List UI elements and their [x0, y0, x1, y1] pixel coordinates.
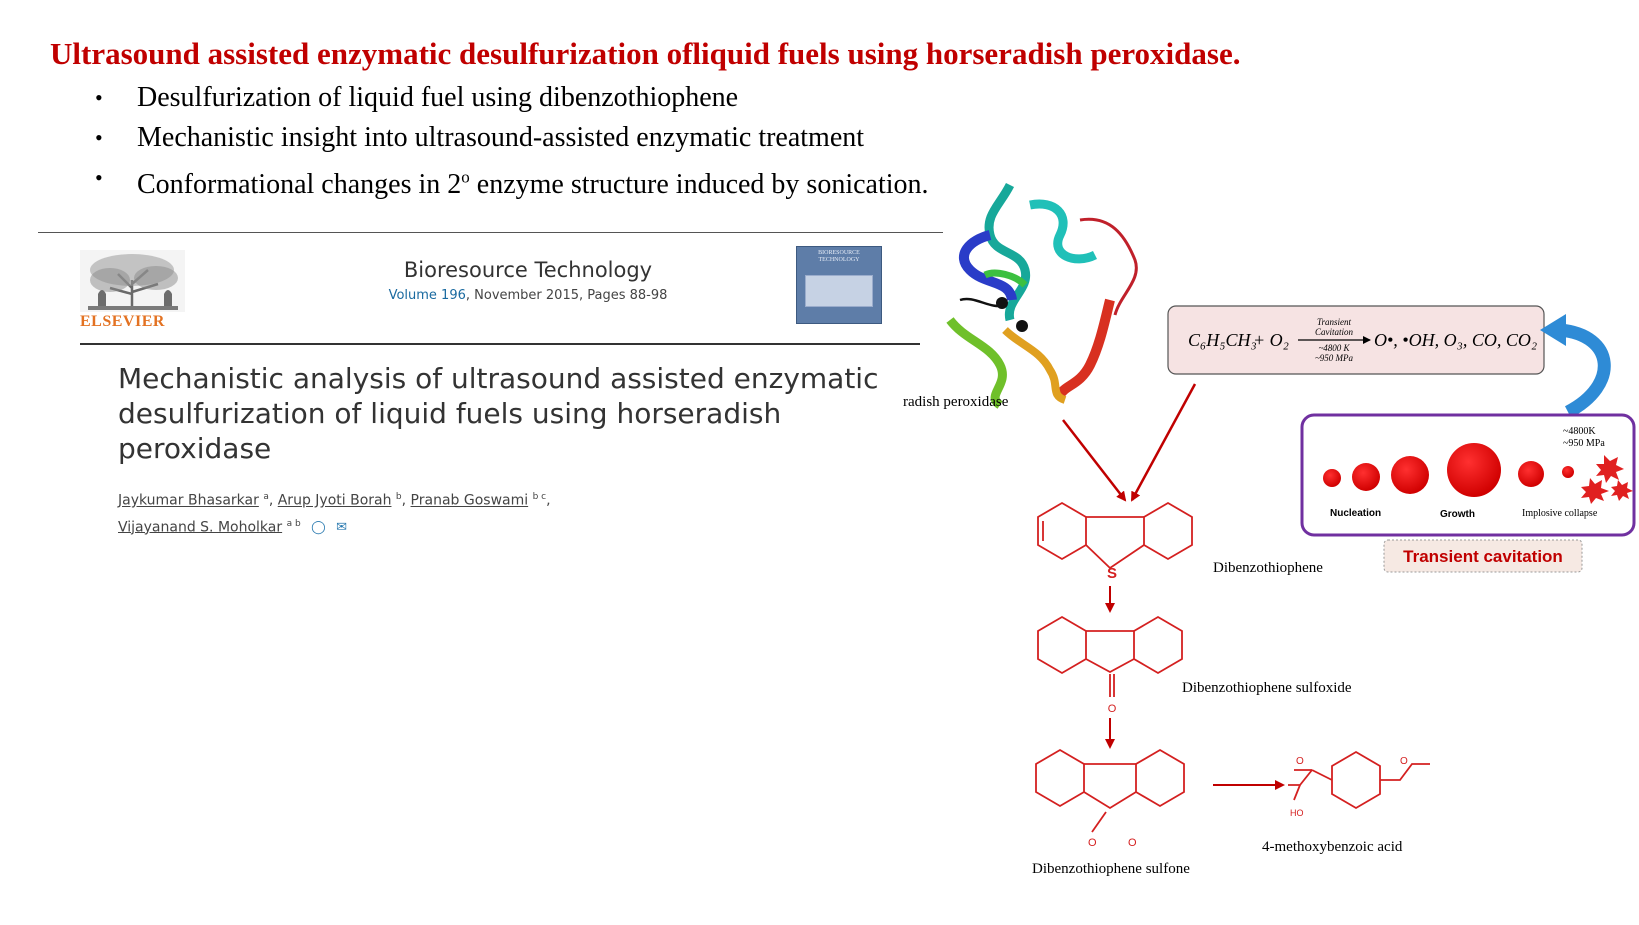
stage-label: Implosive collapse — [1522, 508, 1598, 519]
enzyme-structure-image — [946, 182, 1138, 409]
arrow-label-top: Cavitation — [1315, 327, 1353, 337]
oxygen-atom: O — [1128, 837, 1137, 849]
sulfur-atom: S — [1107, 565, 1117, 582]
bullet-item: • Conformational changes in 2o enzyme str… — [95, 158, 929, 201]
affiliation: a — [263, 492, 269, 502]
oxygen-atom: O — [1296, 756, 1304, 767]
bullet-item: • Mechanistic insight into ultrasound-ass… — [95, 118, 929, 158]
reaction-products: O•, •OH, O₃, CO, CO₂ — [1374, 330, 1537, 350]
publisher-name: ELSEVIER — [80, 313, 165, 330]
burst-icon — [1596, 455, 1624, 483]
cover-image — [805, 275, 873, 307]
elsevier-tree-logo — [80, 250, 185, 312]
curved-arrow-head-icon — [1540, 314, 1566, 346]
author-link[interactable]: Vijayanand S. Moholkar — [118, 519, 283, 536]
bullet-dot: • — [95, 85, 103, 110]
paper-screenshot: ELSEVIER Bioresource Technology Volume 1… — [38, 232, 948, 552]
bullet-text: Conformational changes in 2o enzyme stru… — [137, 168, 929, 201]
slide-title: Ultrasound assisted enzymatic desulfuriz… — [50, 36, 1241, 71]
sulfoxide-structure — [1037, 615, 1183, 697]
bullet-dot: • — [95, 165, 103, 190]
compound-label: Dibenzothiophene sulfone — [1032, 861, 1190, 877]
cover-title: BIORESOURCE TECHNOLOGY — [818, 250, 860, 263]
journal-cover[interactable]: BIORESOURCE TECHNOLOGY — [796, 246, 882, 324]
bullet-dot: • — [95, 125, 103, 150]
issue-pages: , November 2015, Pages 88-98 — [465, 288, 668, 303]
bubble-icon — [1352, 463, 1380, 491]
cavitation-label-box — [1383, 539, 1583, 573]
methoxybenzoic-structure — [1288, 750, 1430, 810]
degree-superscript: o — [461, 168, 470, 187]
cavitation-box — [1300, 413, 1636, 537]
author-link[interactable]: Pranab Goswami — [410, 492, 529, 509]
bubble-icon — [1518, 461, 1544, 487]
oxygen-atom: O — [1088, 837, 1097, 849]
bullet-item: • Desulfurization of liquid fuel using di… — [95, 78, 929, 118]
bubble-icon — [1391, 456, 1429, 494]
mail-icon[interactable]: ✉ — [336, 520, 348, 536]
person-icon[interactable]: ◯ — [311, 520, 326, 536]
dbt-structure — [1037, 501, 1193, 570]
bullet-text-suffix: enzyme structure induced by sonication. — [469, 169, 929, 201]
cavitation-temperature: ~4800K — [1563, 426, 1596, 437]
curved-arrow-icon — [1559, 323, 1611, 418]
oxygen-atom: O — [1400, 756, 1408, 767]
affiliation: b — [395, 492, 402, 502]
hydroxyl-group: HO — [1290, 808, 1304, 818]
arrow-icon — [1130, 383, 1197, 502]
burst-icon — [1581, 478, 1609, 504]
divider — [38, 232, 943, 233]
reaction-reactant: C₆H₅CH₃ — [1188, 330, 1257, 350]
bullet-list: • Desulfurization of liquid fuel using di… — [95, 78, 929, 201]
bubble-icon — [1447, 443, 1501, 497]
journal-link[interactable]: Bioresource Technology — [403, 258, 653, 282]
stage-label: Nucleation — [1330, 508, 1381, 519]
cavitation-pressure: ~950 MPa — [1563, 438, 1605, 449]
burst-icon — [1611, 480, 1633, 501]
author-link[interactable]: Jaykumar Bhasarkar — [118, 492, 259, 509]
bullet-text: Desulfurization of liquid fuel using dib… — [137, 82, 739, 113]
compound-label: Dibenzothiophene sulfoxide — [1182, 680, 1352, 696]
sulfone-structure — [1035, 748, 1185, 833]
affiliation: b c — [532, 492, 547, 502]
article-title: Mechanistic analysis of ultrasound assis… — [118, 362, 879, 465]
volume-link[interactable]: Volume 196 — [388, 288, 466, 303]
arrow-label-bottom: ~4800 K — [1318, 343, 1350, 353]
reaction-box — [1167, 305, 1545, 375]
bullet-text-prefix: Conformational changes in 2 — [137, 169, 462, 201]
cavitation-label: Transient cavitation — [1403, 547, 1563, 566]
compound-label: 4-methoxybenzoic acid — [1262, 839, 1403, 855]
bubble-icon — [1323, 469, 1341, 487]
bullet-text: Mechanistic insight into ultrasound-assi… — [137, 122, 865, 153]
arrow-label-bottom: ~950 MPa — [1315, 353, 1354, 363]
oxygen-atom: O — [1108, 703, 1117, 715]
author-list: Jaykumar Bhasarkar a, Arup Jyoti Borah b… — [118, 492, 551, 536]
compound-label: Dibenzothiophene — [1213, 560, 1323, 576]
arrow-label-top: Transient — [1317, 317, 1352, 327]
bubble-icon — [1562, 466, 1574, 478]
stage-label: Growth — [1440, 509, 1475, 520]
reaction-oxygen: + O₂ — [1253, 330, 1289, 350]
author-link[interactable]: Arup Jyoti Borah — [277, 492, 392, 509]
arrow-icon — [1062, 419, 1127, 502]
divider — [80, 343, 920, 345]
journal-meta: Volume 196, November 2015, Pages 88-98 — [308, 288, 748, 303]
affiliation: a b — [286, 518, 301, 529]
